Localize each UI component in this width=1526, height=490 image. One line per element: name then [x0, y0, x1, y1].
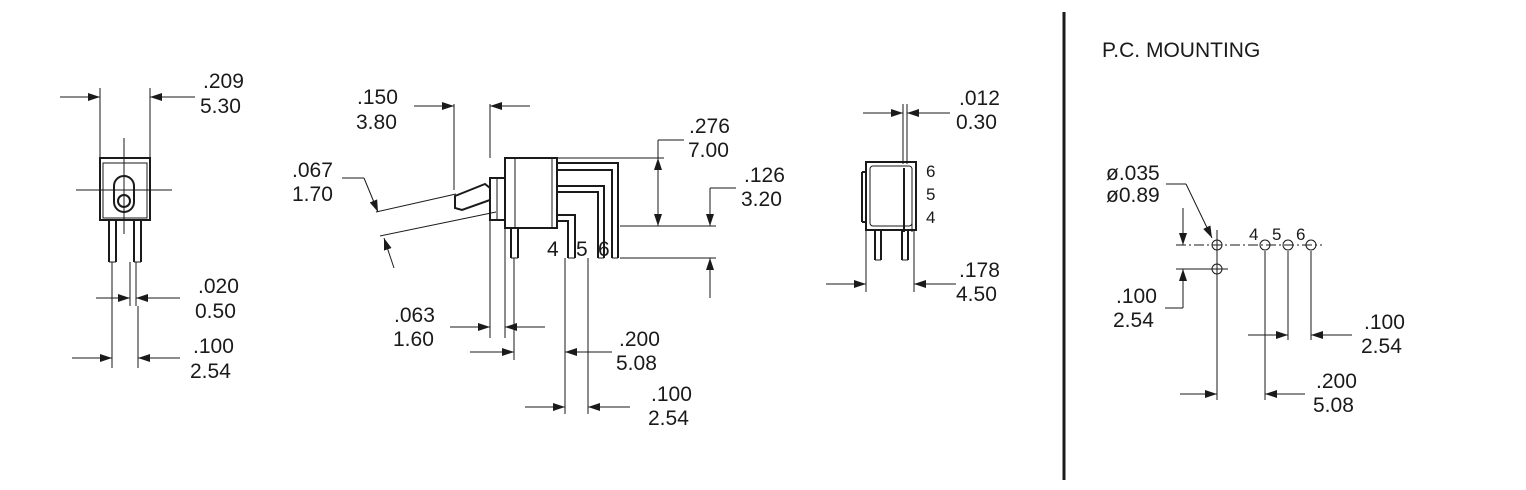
- end-view: .012 0.30 6 5 4 .178 4.50: [826, 87, 1000, 306]
- front-view: .209 5.30 .020 0.50 .100 2.54: [60, 70, 244, 383]
- actuator-extension-line: [375, 193, 457, 213]
- side-pin-span-mm: 5.08: [616, 352, 657, 375]
- dimension-arrow: [1185, 183, 1213, 239]
- bent-lead: [557, 162, 619, 258]
- switch-body: [99, 157, 151, 221]
- pc-row-spacing-inch: .100: [1116, 285, 1157, 308]
- front-pin-spacing-inch: .100: [193, 335, 234, 358]
- end-pin-label-5: 5: [926, 185, 935, 204]
- front-width-inch: .209: [203, 70, 244, 93]
- side-offset-inch: .063: [394, 304, 435, 327]
- mounting-hole: [1211, 239, 1223, 251]
- side-pin-span-inch: .200: [619, 328, 660, 351]
- bent-lead: [557, 169, 613, 258]
- switch-body: [865, 161, 917, 231]
- end-thickness-inch: .012: [959, 87, 1000, 110]
- side-pin-height-inch: .126: [744, 164, 785, 187]
- mounting-hole: [1282, 239, 1294, 251]
- bent-lead: [557, 214, 576, 258]
- side-actuator-length-inch: .150: [357, 86, 398, 109]
- front-pin-width-mm: 0.50: [195, 300, 236, 323]
- pc-hole-diameter-inch: ø.035: [1106, 162, 1160, 185]
- end-pin-label-6: 6: [926, 162, 935, 181]
- pc-span-inch: .200: [1316, 370, 1357, 393]
- switch-body: [504, 157, 558, 229]
- side-actuator-length-mm: 3.80: [356, 111, 397, 134]
- side-pin-pitch-mm: 2.54: [648, 407, 689, 430]
- pc-pitch-mm: 2.54: [1361, 335, 1402, 358]
- mounting-hole: [1259, 239, 1271, 251]
- hole-label-4: 4: [1249, 225, 1258, 244]
- mounting-hole: [1305, 239, 1317, 251]
- actuator-extension-line: [379, 211, 497, 237]
- pin-label-4: 4: [547, 238, 559, 261]
- bent-lead: [557, 220, 569, 258]
- mounting-hole: [1211, 263, 1223, 275]
- pc-row-spacing-mm: 2.54: [1113, 309, 1154, 332]
- front-pin-spacing-mm: 2.54: [190, 360, 231, 383]
- side-actuator-height-inch: .067: [292, 159, 333, 182]
- pc-mounting-view: P.C. MOUNTING ø.035 ø0.89 4 5 6 .100 2.5…: [1102, 39, 1405, 417]
- switch-body-inner: [869, 165, 913, 227]
- end-width-inch: .178: [959, 259, 1000, 282]
- side-offset-mm: 1.60: [393, 328, 434, 351]
- side-pin-height-mm: 3.20: [741, 188, 782, 211]
- bent-lead: [557, 185, 605, 258]
- hole-label-5: 5: [1272, 225, 1281, 244]
- end-width-mm: 4.50: [956, 283, 997, 306]
- side-body-length-mm: 7.00: [688, 139, 729, 162]
- pin-label-5: 5: [576, 238, 588, 261]
- dimension-arrow: [363, 177, 379, 213]
- side-body-length-inch: .276: [689, 115, 730, 138]
- hole-label-6: 6: [1296, 225, 1305, 244]
- pc-mounting-title: P.C. MOUNTING: [1102, 39, 1260, 62]
- toggle-slot: [113, 175, 135, 213]
- side-view: .150 3.80 .067 1.70 4 5: [292, 86, 785, 430]
- toggle-lever: [117, 194, 131, 208]
- bent-lead: [557, 191, 599, 258]
- end-pin-label-4: 4: [926, 208, 935, 227]
- side-actuator-height-mm: 1.70: [292, 183, 333, 206]
- side-pin-pitch-inch: .100: [651, 383, 692, 406]
- pin-label-6: 6: [598, 238, 610, 261]
- pc-span-mm: 5.08: [1313, 394, 1354, 417]
- front-width-mm: 5.30: [200, 95, 241, 118]
- pc-hole-diameter-mm: ø0.89: [1106, 184, 1160, 207]
- end-thickness-mm: 0.30: [956, 111, 997, 134]
- actuator-lever: [454, 182, 491, 212]
- pc-pitch-inch: .100: [1364, 311, 1405, 334]
- dimension-arrow: [383, 237, 395, 269]
- front-pin-width-inch: .020: [198, 275, 239, 298]
